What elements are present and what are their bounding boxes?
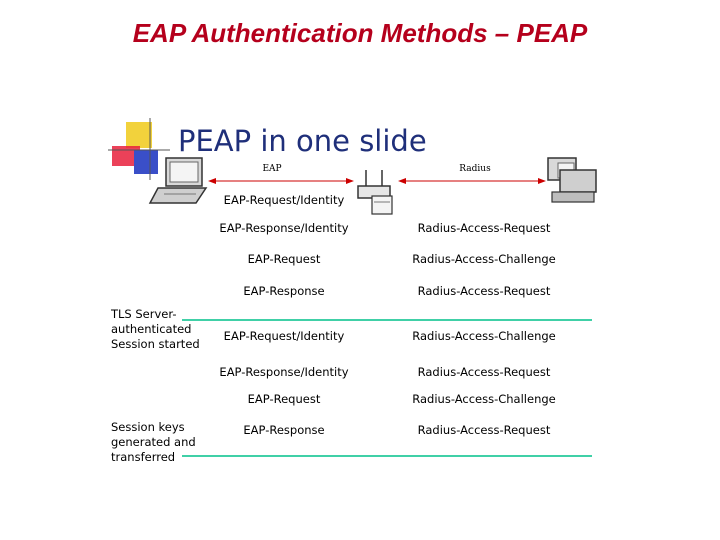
radius-message: Radius-Access-Request bbox=[417, 423, 551, 437]
radius-message: Radius-Access-Challenge bbox=[412, 252, 556, 266]
laptop-icon bbox=[148, 157, 208, 204]
eap-message: EAP-Request bbox=[247, 252, 321, 266]
phase2-label-line: Session keys bbox=[111, 420, 185, 434]
eap-message: EAP-Request/Identity bbox=[223, 193, 345, 207]
server-icon bbox=[547, 157, 597, 203]
phase1-label-line: authenticated bbox=[111, 322, 192, 336]
radius-message: Radius-Access-Request bbox=[417, 365, 551, 379]
phase2-label: Session keys generated and transferred bbox=[111, 420, 196, 465]
eap-label: EAP bbox=[262, 164, 282, 174]
radius-label: Radius bbox=[459, 164, 491, 174]
radius-message: Radius-Access-Challenge bbox=[412, 392, 556, 406]
eap-message: EAP-Response bbox=[243, 284, 325, 298]
slide-title: EAP Authentication Methods – PEAP bbox=[132, 18, 588, 48]
access-point-icon bbox=[357, 170, 393, 215]
slide-bullet-icon bbox=[108, 118, 170, 180]
eap-message: EAP-Response bbox=[243, 423, 325, 437]
eap-span-arrow bbox=[208, 178, 354, 184]
radius-message: Radius-Access-Challenge bbox=[412, 329, 556, 343]
phase1-label-line: Session started bbox=[111, 337, 200, 351]
slide-subtitle: PEAP in one slide bbox=[178, 124, 427, 158]
eap-message: EAP-Response/Identity bbox=[219, 365, 349, 379]
radius-message: Radius-Access-Request bbox=[417, 284, 551, 298]
phase1-label: TLS Server- authenticated Session starte… bbox=[111, 307, 200, 352]
eap-message: EAP-Request bbox=[247, 392, 321, 406]
phase2-label-line: transferred bbox=[111, 450, 176, 464]
phase1-label-line: TLS Server- bbox=[111, 307, 177, 321]
radius-span-arrow bbox=[398, 178, 546, 184]
radius-message: Radius-Access-Request bbox=[417, 221, 551, 235]
eap-message: EAP-Request/Identity bbox=[223, 329, 345, 343]
eap-message: EAP-Response/Identity bbox=[219, 221, 349, 235]
phase2-label-line: generated and bbox=[111, 435, 196, 449]
